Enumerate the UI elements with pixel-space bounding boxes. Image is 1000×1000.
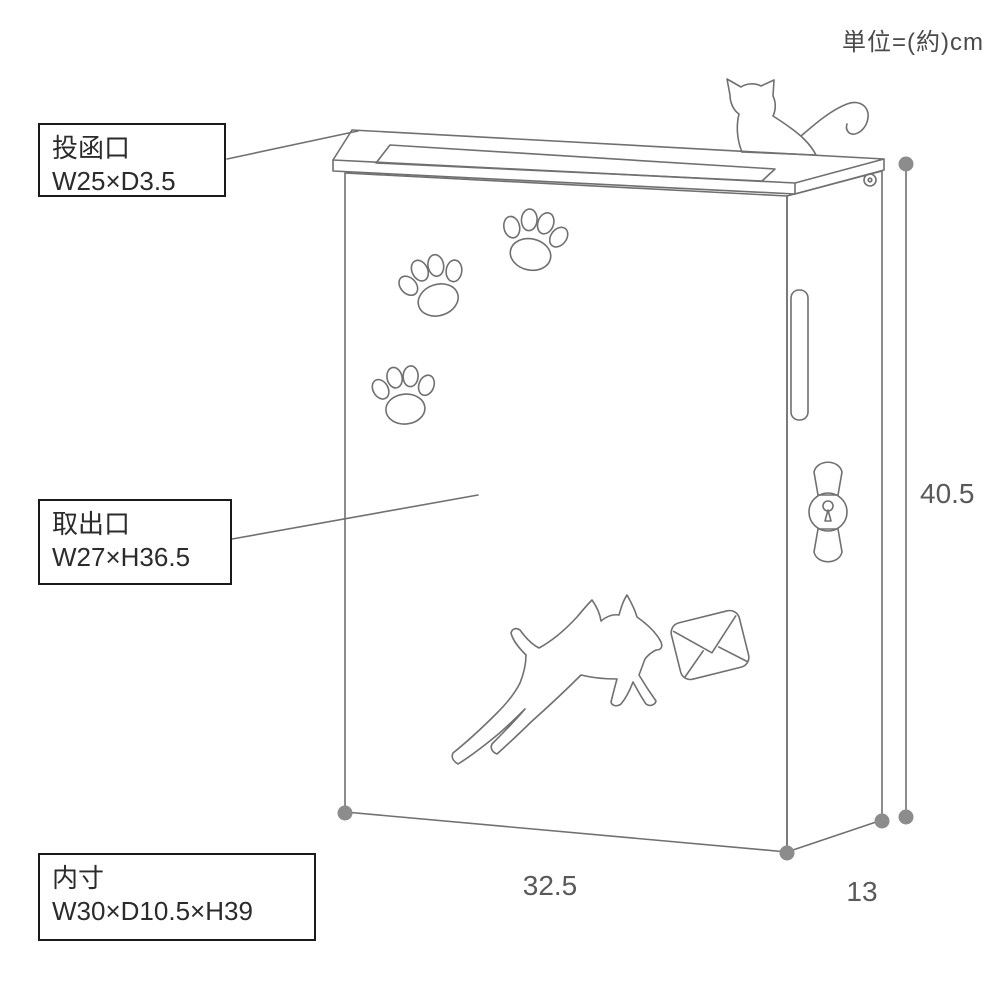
lid-front-skirt — [333, 160, 795, 194]
paw-print-3 — [368, 363, 441, 427]
label-box-outlet: 取出口 W27×H36.5 — [38, 499, 232, 585]
inner-size-value: W30×D10.5×H39 — [52, 896, 253, 927]
dim-dot-front-bottom-right — [779, 845, 795, 861]
mail-slot-size: W25×D3.5 — [52, 166, 176, 197]
key-lock — [809, 462, 847, 562]
dimension-width-label: 32.5 — [522, 870, 578, 901]
outlet-title: 取出口 — [52, 509, 131, 539]
mailbox-lid — [333, 130, 884, 194]
cat-tail — [801, 102, 868, 136]
cat-base-line — [742, 152, 816, 155]
dim-dot-front-bottom-left — [337, 805, 353, 821]
dimension-height-label: 40.5 — [920, 478, 975, 509]
side-latch — [791, 290, 808, 420]
lock-lower-wing — [814, 529, 842, 562]
lock-upper-wing — [814, 462, 842, 495]
dim-dot-top-right — [898, 156, 914, 172]
leaping-dog-cutout — [452, 595, 662, 764]
inner-size-title: 内寸 — [52, 863, 105, 893]
envelope-cutout — [669, 608, 751, 681]
dim-dot-bottom-right-outer — [898, 809, 914, 825]
paw-print-1 — [390, 246, 477, 326]
label-box-mail-slot: 投函口 W25×D3.5 — [38, 123, 226, 197]
screw-detail — [864, 174, 876, 186]
leader-line-slot — [227, 131, 358, 159]
dimension-depth-label: 13 — [846, 876, 878, 907]
mail-slot-title: 投函口 — [52, 133, 131, 163]
dim-dot-back-bottom-right — [874, 813, 890, 829]
dimension-marks — [337, 156, 914, 861]
mailbox-body — [345, 171, 882, 852]
lid-side-skirt — [795, 159, 884, 194]
right-side-face — [787, 171, 882, 852]
outlet-size: W27×H36.5 — [52, 542, 191, 573]
mail-slot-opening — [376, 145, 775, 181]
leader-line-outlet — [232, 495, 478, 539]
screw-center — [868, 178, 872, 182]
keyhole-slot — [825, 510, 831, 521]
lock-cylinder — [809, 493, 847, 531]
cat-on-lid — [727, 79, 868, 155]
unit-note: 単位=(約)cm — [842, 29, 984, 56]
paw-print-2 — [492, 203, 574, 277]
front-face — [345, 173, 787, 852]
label-box-inner-size: 内寸 W30×D10.5×H39 — [38, 853, 316, 941]
